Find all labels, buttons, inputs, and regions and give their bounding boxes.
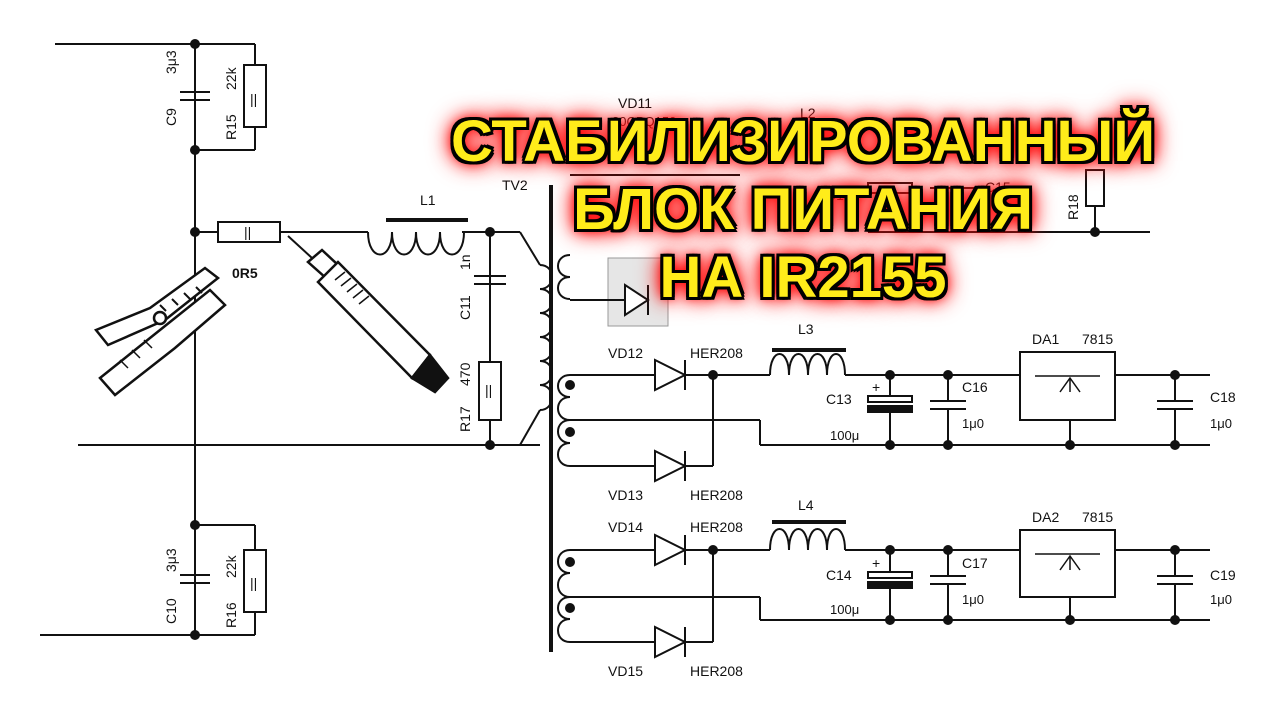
capacitors: [180, 91, 1193, 585]
r16-mark: ||: [250, 575, 257, 591]
component-labels: 3μ3 C9 22k R15 || || 0R5 L1 1n C11 470 R…: [163, 50, 1236, 679]
wiring: [40, 43, 1210, 652]
diodes: [654, 358, 688, 659]
r-shunt-value: 0R5: [232, 265, 258, 281]
junction-dots: [190, 39, 1180, 640]
vd13-part: HER208: [690, 487, 743, 503]
vd14-part: HER208: [690, 519, 743, 535]
c15-label: C15: [985, 179, 1011, 195]
da2-part: 7815: [1082, 509, 1113, 525]
c17-label: C17: [962, 555, 988, 571]
test-probe-icon: [287, 235, 450, 394]
r18-label: R18: [1065, 194, 1081, 220]
r17-value: 470: [457, 362, 473, 386]
title-line-3: НА IR2155: [659, 245, 947, 310]
resistors: [217, 64, 1105, 613]
c13-plus: +: [872, 379, 880, 395]
headline-title: СТАБИЛИЗИРОВАННЫЙ БЛОК ПИТАНИЯ НА IR2155: [388, 108, 1218, 312]
r16-value: 22k: [223, 554, 239, 578]
c12-label: C12: [826, 187, 852, 203]
regulators: [1019, 351, 1116, 598]
r-shunt-mark: ||: [244, 224, 251, 240]
c18-value: 1μ0: [1210, 416, 1232, 431]
c9-label: C9: [163, 108, 179, 126]
c16-value: 1μ0: [962, 416, 984, 431]
vd12-label: VD12: [608, 345, 643, 361]
r15-value: 22k: [223, 66, 239, 90]
l1-label: L1: [420, 192, 436, 208]
c14-plus: +: [872, 555, 880, 571]
da1-part: 7815: [1082, 331, 1113, 347]
c16-label: C16: [962, 379, 988, 395]
electrolytic-capacitors: [867, 395, 913, 589]
winding-dots: [565, 380, 575, 613]
vd12-part: HER208: [690, 345, 743, 361]
alligator-clip-icon: [93, 266, 227, 397]
c19-label: C19: [1210, 567, 1236, 583]
vd11-label: VD11: [618, 95, 652, 111]
c13-value: 100μ: [830, 428, 859, 443]
c10-value: 3μ3: [163, 548, 179, 572]
title-line-2: БЛОК ПИТАНИЯ: [573, 177, 1033, 242]
inductors: [367, 218, 846, 551]
c11-value: 1n: [457, 254, 473, 270]
r15-label: R15: [223, 114, 239, 140]
r16-label: R16: [223, 602, 239, 628]
c14-value: 100μ: [830, 602, 859, 617]
r17-label: R17: [457, 406, 473, 432]
hidden-diode-region: [570, 182, 975, 327]
vd15-part: HER208: [690, 663, 743, 679]
l2-label: L2: [800, 105, 816, 121]
transformer-windings: [539, 254, 571, 643]
c19-value: 1μ0: [1210, 592, 1232, 607]
c17-value: 1μ0: [962, 592, 984, 607]
r17-mark: ||: [485, 382, 492, 398]
c18-label: C18: [1210, 389, 1236, 405]
da2-label: DA2: [1032, 509, 1059, 525]
c9-value: 3μ3: [163, 50, 179, 74]
c11-label: C11: [457, 295, 473, 320]
title-line-1: СТАБИЛИЗИРОВАННЫЙ: [450, 109, 1156, 174]
r15-mark: ||: [250, 91, 257, 107]
vd14-label: VD14: [608, 519, 643, 535]
da1-label: DA1: [1032, 331, 1059, 347]
tv2-label: TV2: [502, 177, 528, 193]
vd13-label: VD13: [608, 487, 643, 503]
l4-label: L4: [798, 497, 814, 513]
vd15-label: VD15: [608, 663, 643, 679]
vd11-part: 30CPQ150: [612, 114, 676, 129]
l3-label: L3: [798, 321, 814, 337]
c10-label: C10: [163, 598, 179, 624]
c13-label: C13: [826, 391, 852, 407]
c14-label: C14: [826, 567, 852, 583]
